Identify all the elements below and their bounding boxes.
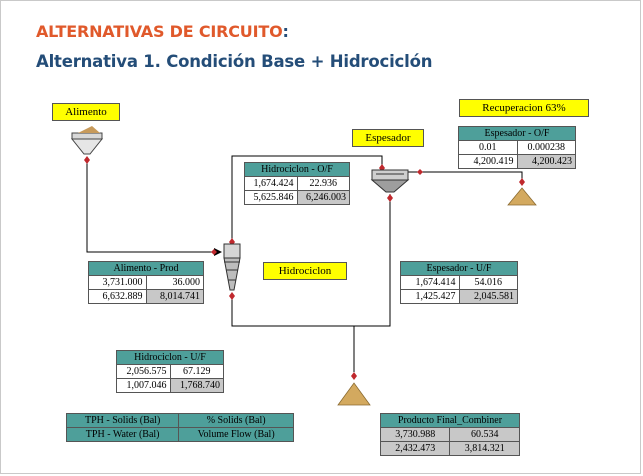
cell-tph-solids: 0.01 xyxy=(458,140,518,155)
cell-volume-flow: 3,814.321 xyxy=(449,441,520,456)
cell-pct-solids: 22.936 xyxy=(296,176,350,191)
cell-pct-solids: 67.129 xyxy=(169,364,224,379)
page-subtitle: Alternativa 1. Condición Base + Hidrocic… xyxy=(36,52,433,71)
table-alimento-prod: Alimento - Prod 3,731.000 36.000 6,632.8… xyxy=(88,261,204,304)
legend-tph-water: TPH - Water (Bal) xyxy=(65,427,180,442)
page-title: ALTERNATIVAS DE CIRCUITO: xyxy=(36,22,289,41)
stream-markers xyxy=(84,156,525,380)
cell-tph-water: 6,632.889 xyxy=(88,289,147,304)
table-title: Hidrociclon - U/F xyxy=(116,350,224,365)
cell-tph-solids: 1,674.424 xyxy=(244,176,298,191)
feed-arrow xyxy=(214,248,222,256)
title-colon: : xyxy=(282,22,289,41)
legend-volume-flow: Volume Flow (Bal) xyxy=(178,427,294,442)
table-title: Espesador - O/F xyxy=(458,126,576,141)
table-title: Espesador - U/F xyxy=(400,261,518,276)
stream-lines xyxy=(86,155,523,372)
cell-tph-solids: 3,730.988 xyxy=(379,427,451,442)
legend-table: TPH - Solids (Bal) % Solids (Bal) TPH - … xyxy=(65,413,294,442)
label-alimento: Alimento xyxy=(52,103,120,121)
cell-volume-flow: 1,768.740 xyxy=(169,378,224,393)
marker-cyclone-uf xyxy=(229,292,235,300)
marker-thickener-uf xyxy=(387,194,393,202)
marker-feed-out xyxy=(84,156,90,164)
table-producto-final: Producto Final_Combiner 3,730.988 60.534… xyxy=(379,413,520,456)
pile-right xyxy=(507,187,537,206)
stream-thickener-overflow xyxy=(408,171,523,182)
cell-tph-solids: 2,056.575 xyxy=(116,364,171,379)
cell-tph-water: 4,200.419 xyxy=(458,154,518,169)
table-title: Hidrociclon - O/F xyxy=(244,162,350,177)
cell-pct-solids: 0.000238 xyxy=(516,140,576,155)
cell-volume-flow: 6,246.003 xyxy=(296,190,350,205)
cell-tph-solids: 1,674.414 xyxy=(400,275,460,290)
marker-thickener-of xyxy=(417,169,423,175)
pile-product xyxy=(337,382,371,406)
stream-cyclone-overflow xyxy=(231,155,383,240)
table-espesador-uf: Espesador - U/F 1,674.414 54.016 1,425.4… xyxy=(400,261,518,304)
table-title: Producto Final_Combiner xyxy=(380,413,520,428)
cell-tph-water: 2,432.473 xyxy=(379,441,451,456)
label-espesador: Espesador xyxy=(352,129,424,147)
table-hidrociclon-of: Hidrociclon - O/F 1,674.424 22.936 5,625… xyxy=(244,162,350,205)
cell-tph-solids: 3,731.000 xyxy=(88,275,147,290)
title-text: ALTERNATIVAS DE CIRCUITO xyxy=(36,22,283,41)
cell-tph-water: 1,007.046 xyxy=(116,378,171,393)
label-hidrociclon: Hidrociclon xyxy=(263,262,347,280)
table-espesador-of: Espesador - O/F 0.01 0.000238 4,200.419 … xyxy=(458,126,576,169)
feed-hopper xyxy=(70,126,104,155)
cell-volume-flow: 2,045.581 xyxy=(458,289,518,304)
marker-pile-product xyxy=(351,372,357,380)
cell-pct-solids: 36.000 xyxy=(145,275,204,290)
stream-thickener-underflow xyxy=(353,194,391,372)
thickener xyxy=(370,169,410,193)
stream-cyclone-underflow xyxy=(231,296,354,327)
stream-feed xyxy=(86,163,214,253)
marker-pile-right xyxy=(519,178,525,186)
legend-pct-solids: % Solids (Bal) xyxy=(178,413,294,428)
cell-volume-flow: 4,200.423 xyxy=(516,154,576,169)
label-recuperacion: Recuperacion 63% xyxy=(459,99,589,117)
cell-volume-flow: 8,014.741 xyxy=(145,289,204,304)
legend-tph-solids: TPH - Solids (Bal) xyxy=(65,413,180,428)
cell-pct-solids: 54.016 xyxy=(458,275,518,290)
table-hidrociclon-uf: Hidrociclon - U/F 2,056.575 67.129 1,007… xyxy=(116,350,224,393)
hydrocyclone xyxy=(223,243,241,291)
cell-tph-water: 1,425.427 xyxy=(400,289,460,304)
cell-tph-water: 5,625.846 xyxy=(244,190,298,205)
table-title: Alimento - Prod xyxy=(88,261,204,276)
cell-pct-solids: 60.534 xyxy=(449,427,520,442)
marker-cyclone-in xyxy=(211,249,217,255)
